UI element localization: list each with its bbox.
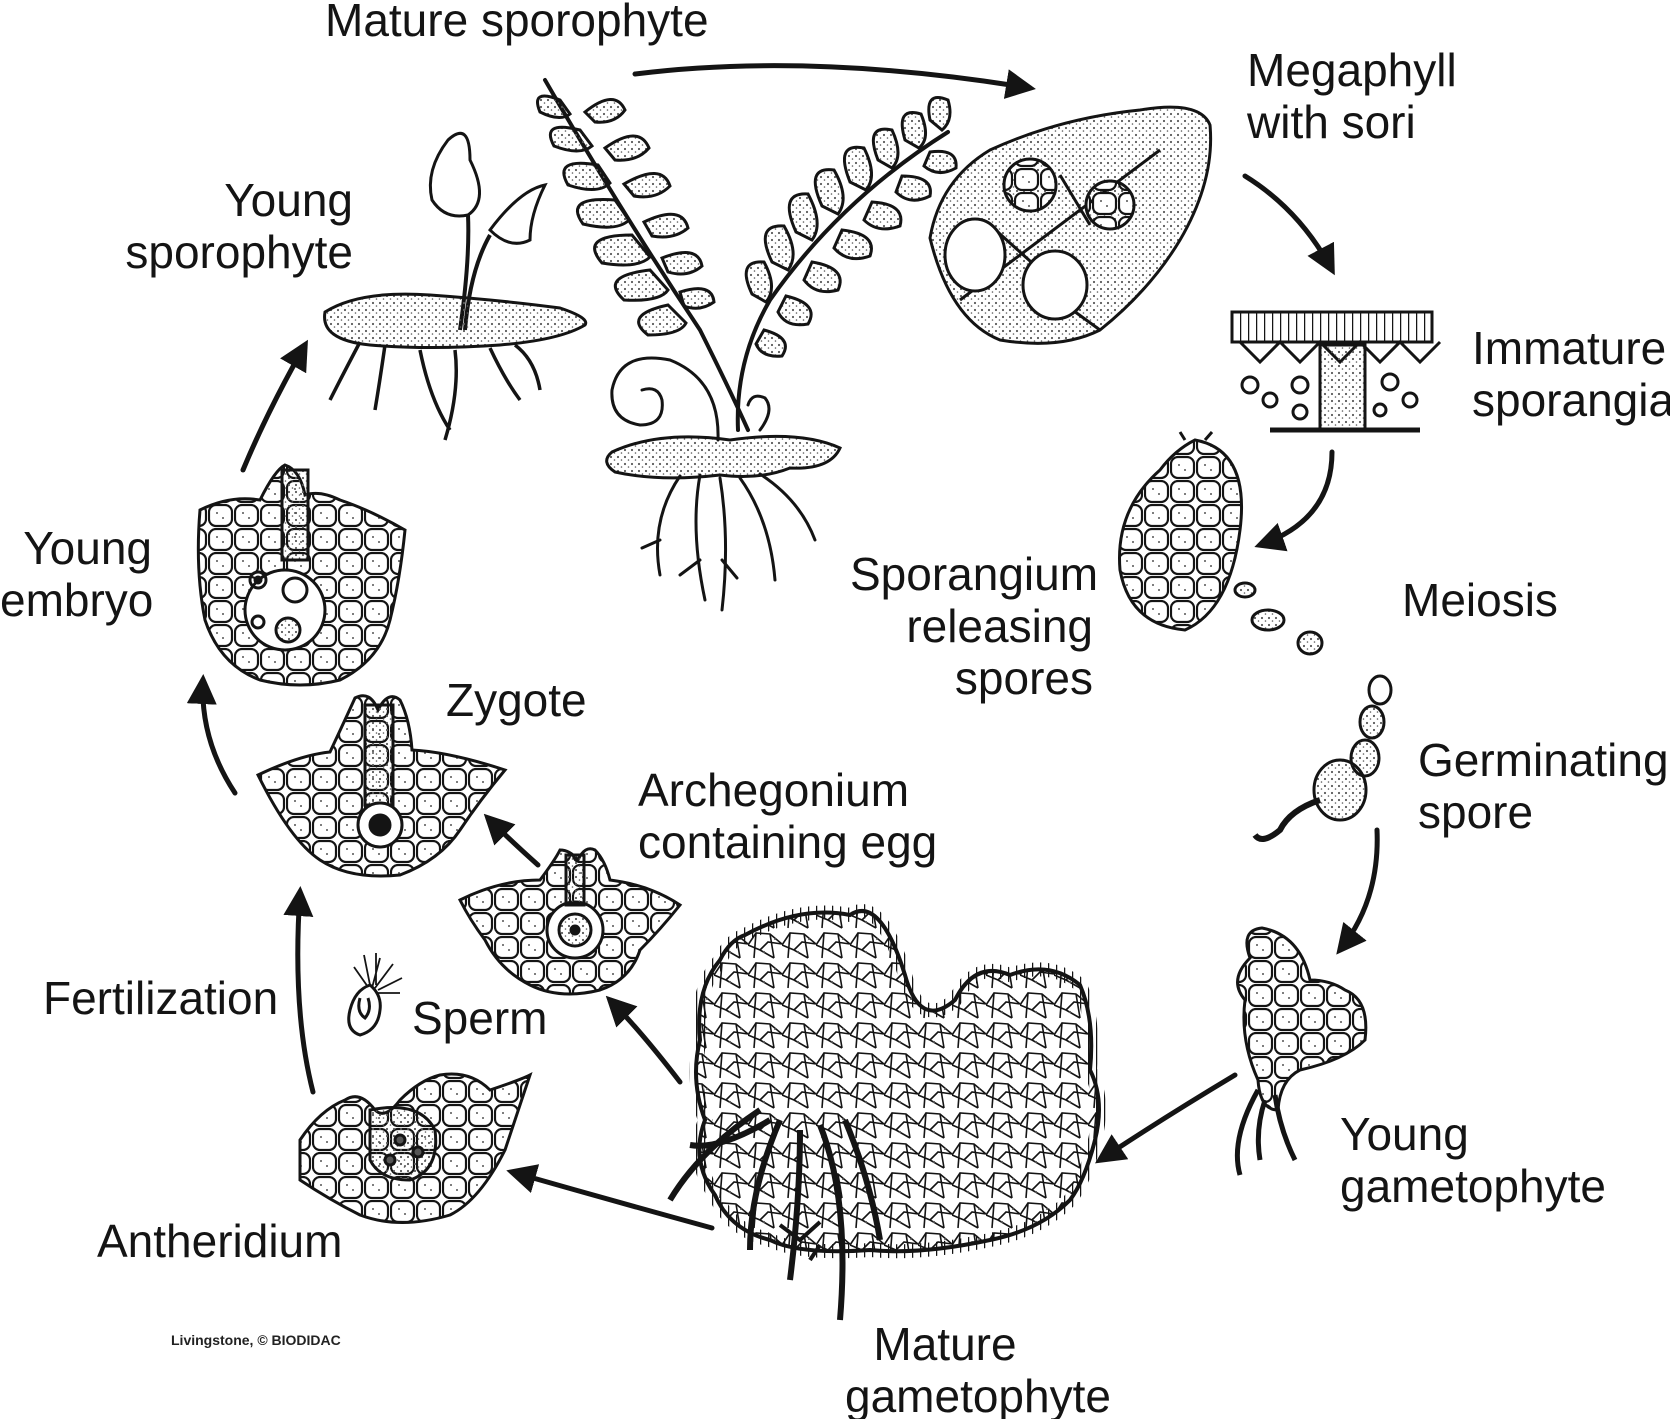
cycle-arrows bbox=[186, 63, 1380, 1231]
label-sperm: Sperm bbox=[412, 992, 548, 1044]
young-sporophyte-drawing bbox=[323, 131, 588, 441]
immature-sporangia-drawing bbox=[1230, 310, 1442, 433]
label-archegonium-containing-egg: Archegonium containing egg bbox=[638, 764, 938, 868]
arrow-gametophyte-to-antheridium bbox=[506, 1164, 715, 1231]
arrow-sporophyte-to-megaphyll bbox=[632, 63, 1036, 99]
young-embryo-drawing bbox=[196, 463, 407, 687]
arrow-megaphyll-to-sporangia bbox=[1242, 173, 1335, 276]
arrow-antheridium-to-zygote bbox=[283, 886, 316, 1095]
label-megaphyll-with-sori: Megaphyll with sori bbox=[1247, 44, 1457, 148]
mature-gametophyte-drawing bbox=[667, 904, 1106, 1321]
label-zygote: Zygote bbox=[446, 674, 587, 726]
sporangium-drawing bbox=[1118, 431, 1324, 656]
antheridium-drawing bbox=[298, 1072, 533, 1224]
mature-sporophyte-drawing bbox=[536, 78, 958, 612]
label-immature-sporangia: Immature sporangia bbox=[1472, 322, 1670, 426]
label-young-sporophyte: Young sporophyte bbox=[125, 174, 353, 278]
label-fertilization: Fertilization bbox=[43, 972, 279, 1024]
label-germinating-spore: Germinating spore bbox=[1418, 734, 1669, 838]
arrow-zygote-to-embryo bbox=[186, 674, 238, 796]
young-gametophyte-drawing bbox=[1234, 926, 1368, 1176]
arrow-young-to-mature-gametophyte bbox=[1095, 1072, 1238, 1164]
archegonium-drawing bbox=[457, 847, 683, 996]
megaphyll-drawing bbox=[928, 105, 1213, 345]
label-meiosis: Meiosis bbox=[1402, 574, 1558, 626]
sperm-drawing bbox=[347, 953, 403, 1037]
arrow-gametophyte-to-archegonium bbox=[605, 995, 683, 1085]
arrow-archegonium-to-zygote bbox=[483, 813, 541, 868]
label-mature-sporophyte: Mature sporophyte bbox=[325, 0, 709, 46]
label-young-gametophyte: Young gametophyte bbox=[1340, 1108, 1606, 1212]
label-mature-gametophyte: Mature gametophyte bbox=[845, 1318, 1111, 1419]
credit-text: Livingstone, © BIODIDAC bbox=[171, 1332, 341, 1348]
label-sporangium-releasing-spores: Sporangium releasing spores bbox=[850, 548, 1099, 704]
label-young-embryo: Young embryo bbox=[0, 522, 154, 626]
arrow-spore-to-young-gametophyte bbox=[1336, 827, 1380, 955]
zygote-drawing bbox=[255, 694, 508, 878]
germinating-spore-drawing bbox=[1252, 674, 1393, 842]
label-antheridium: Antheridium bbox=[97, 1215, 343, 1267]
arrow-embryo-to-young-sporophyte bbox=[240, 339, 308, 473]
arrow-sporangia-to-sporangium bbox=[1254, 449, 1335, 552]
